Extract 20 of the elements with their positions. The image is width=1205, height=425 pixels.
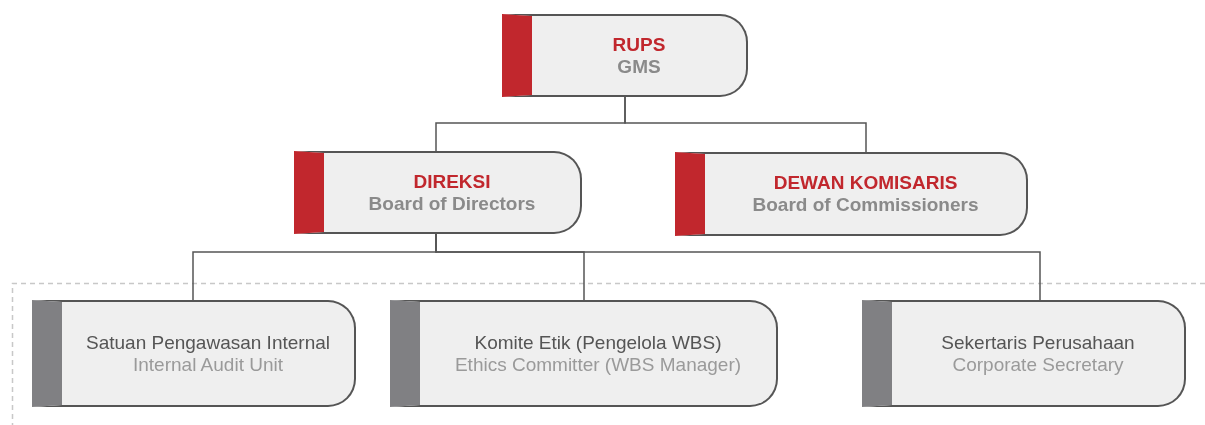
unit-title: Komite Etik (Pengelola WBS) — [474, 331, 722, 354]
english-title: Ethics Committer (WBS Manager) — [454, 353, 742, 376]
english-title: Board of Directors — [368, 192, 536, 215]
english-title: Corporate Secretary — [952, 353, 1124, 376]
unit-title: Satuan Pengawasan Internal — [86, 331, 330, 354]
unit-title: DEWAN KOMISARIS — [773, 172, 958, 194]
english-title: GMS — [617, 55, 661, 78]
english-title: Board of Commissioners — [752, 194, 979, 216]
unit-title: RUPS — [612, 33, 666, 56]
org-box — [294, 151, 582, 234]
unit-title: Sekertaris Perusahaan — [941, 331, 1135, 354]
org-box — [675, 152, 1028, 236]
org-box — [390, 300, 778, 407]
org-box — [32, 300, 356, 407]
unit-title: DIREKSI — [413, 170, 491, 193]
connector-line — [624, 96, 867, 153]
org-box — [502, 14, 748, 97]
english-title: Internal Audit Unit — [133, 353, 283, 376]
org-box — [862, 300, 1186, 407]
connector-line — [435, 233, 1041, 301]
